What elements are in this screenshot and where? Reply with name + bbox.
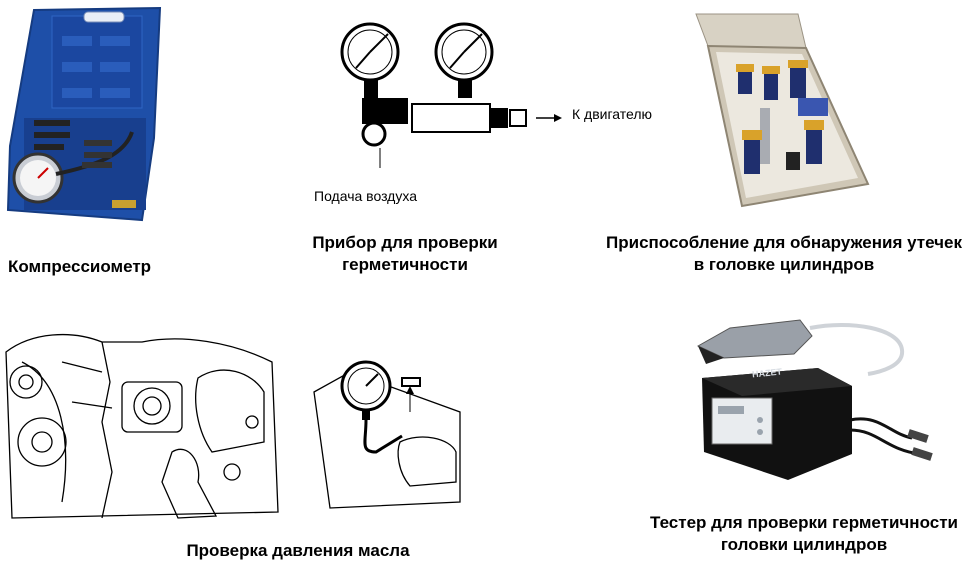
leak-detector-caption-line2: в головке цилиндров	[693, 255, 875, 274]
leak-tester-caption: Прибор для проверки герметичности	[290, 232, 520, 276]
leak-detector-caption: Приспособление для обнаружения утечек в …	[596, 232, 972, 276]
head-tester-image	[690, 314, 936, 484]
head-tester-caption-line2: головки цилиндров	[720, 535, 888, 554]
engine-line-drawing	[2, 322, 284, 522]
to-engine-label: К двигателю	[572, 106, 652, 122]
head-tester-caption: Тестер для проверки герметичности головк…	[636, 512, 972, 556]
head-tester-caption-line1: Тестер для проверки герметичности	[650, 513, 958, 532]
compressometer-caption: Компрессиометр	[8, 257, 152, 276]
compressometer-image	[4, 6, 164, 226]
leak-detector-kit-image	[694, 12, 870, 208]
leak-detector-caption-line1: Приспособление для обнаружения утечек	[606, 233, 962, 252]
leak-tester-diagram	[340, 18, 570, 168]
leak-tester-caption-line2: герметичности	[342, 255, 468, 274]
leak-tester-caption-line1: Прибор для проверки	[312, 233, 498, 252]
air-supply-label: Подача воздуха	[314, 188, 417, 204]
oil-pressure-gauge-drawing	[310, 352, 466, 512]
oil-pressure-caption: Проверка давления масла	[186, 541, 410, 560]
